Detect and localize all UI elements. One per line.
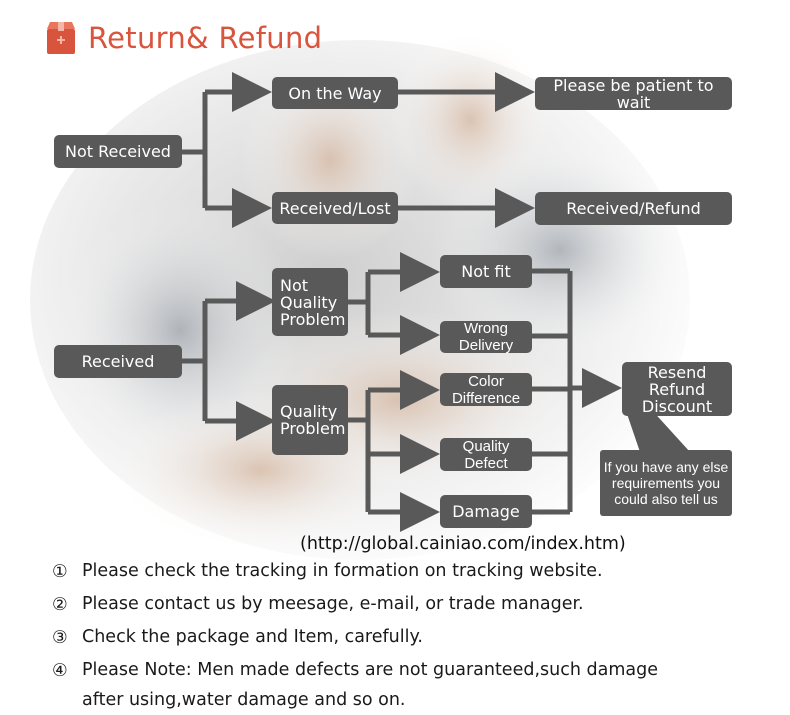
not-received-box: Not Received — [54, 135, 182, 168]
requirements-callout: If you have any else requirements you co… — [600, 450, 732, 516]
received-refund-box: Received/Refund — [535, 192, 732, 225]
received-lost-box: Received/Lost — [272, 192, 398, 224]
on-the-way-box: On the Way — [272, 77, 398, 109]
note-item: ① Please check the tracking in formation… — [52, 556, 782, 589]
note-number: ② — [52, 595, 68, 615]
resend-refund-discount-box: Resend Refund Discount — [622, 362, 732, 416]
header: Return& Refund — [46, 18, 322, 58]
note-item: ③ Check the package and Item, carefully. — [52, 622, 782, 655]
note-number: ① — [52, 562, 68, 582]
note-item: ② Please contact us by meesage, e-mail, … — [52, 589, 782, 622]
note-text: Please Note: Men made defects are not gu… — [82, 660, 658, 710]
note-number: ③ — [52, 628, 68, 648]
wrong-delivery-box: Wrong Delivery — [440, 320, 532, 354]
note-number: ④ — [52, 661, 68, 681]
page-title: Return& Refund — [88, 21, 323, 55]
quality-problem-box: Quality Problem — [272, 385, 348, 455]
color-difference-box: Color Difference — [440, 373, 532, 407]
quality-defect-box: Quality Defect — [440, 438, 532, 472]
received-box: Received — [54, 345, 182, 378]
note-item: ④ Please Note: Men made defects are not … — [52, 655, 782, 715]
not-quality-problem-box: Not Quality Problem — [272, 268, 348, 336]
note-text: Please check the tracking in formation o… — [82, 561, 603, 581]
notes-list: ① Please check the tracking in formation… — [52, 556, 782, 715]
box-icon — [47, 22, 75, 54]
tracking-url: (http://global.cainiao.com/index.htm) — [300, 534, 626, 554]
damage-box: Damage — [440, 495, 532, 528]
please-wait-box: Please be patient to wait — [535, 77, 732, 111]
note-text: Check the package and Item, carefully. — [82, 627, 423, 647]
note-text: Please contact us by meesage, e-mail, or… — [82, 594, 584, 614]
not-fit-box: Not fit — [440, 255, 532, 288]
